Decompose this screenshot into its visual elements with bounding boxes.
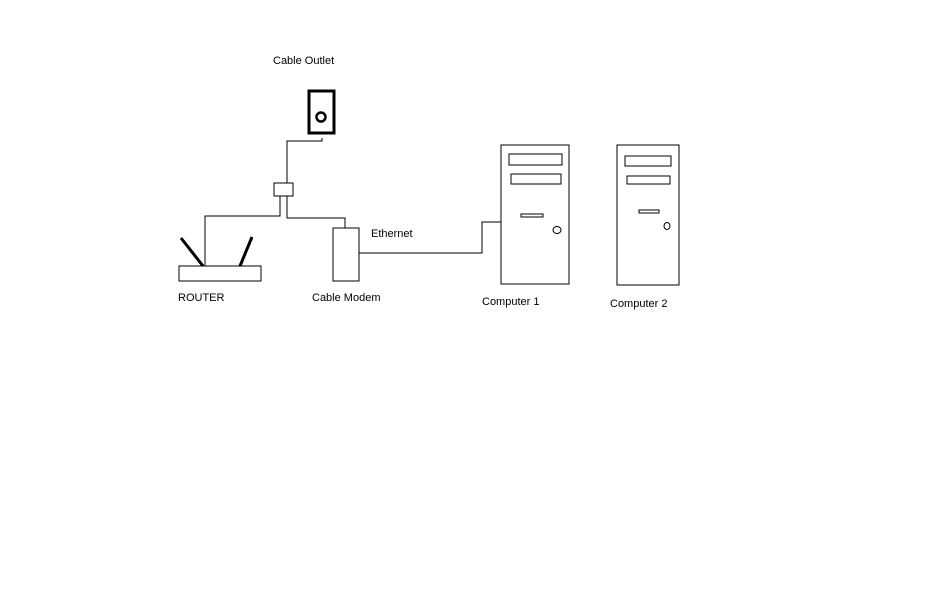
- computer-2-label: Computer 2: [610, 298, 668, 310]
- splitter-to-modem-wire: [286, 196, 346, 228]
- computer-1-label: Computer 1: [482, 296, 540, 308]
- router-label: ROUTER: [178, 292, 225, 304]
- splitter-to-router-wire: [204, 196, 281, 266]
- ethernet-wire: [359, 221, 501, 254]
- cable-outlet-label: Cable Outlet: [273, 55, 335, 67]
- outlet-to-splitter-wire: [286, 138, 323, 183]
- cable-outlet: [307, 89, 336, 135]
- splitter: [273, 182, 294, 197]
- computer-1: [500, 144, 570, 285]
- ethernet-label: Ethernet: [371, 228, 413, 240]
- cable-modem-label: Cable Modem: [312, 292, 381, 304]
- computer-2: [616, 144, 680, 286]
- cable-modem: [332, 227, 360, 282]
- router: [178, 236, 262, 282]
